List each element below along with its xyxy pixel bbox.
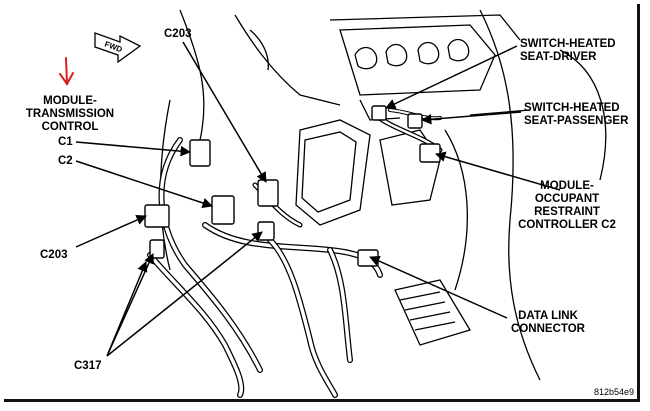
- label-ocm-line1: MODULE-: [540, 180, 594, 192]
- connector-c203-top: [257, 179, 279, 207]
- connector-c1: [189, 139, 211, 167]
- wiring-harness: [147, 108, 443, 398]
- label-dlc-line2: CONNECTOR: [511, 323, 585, 335]
- label-module-transmission-control: MODULE- TRANSMISSION CONTROL: [22, 95, 118, 134]
- connector-c203-left: [144, 204, 170, 228]
- label-ocm-line4: CONTROLLER C2: [518, 219, 616, 231]
- figure-id: 812b54e9: [594, 387, 635, 397]
- label-ocm-line3: RESTRAINT: [534, 206, 600, 218]
- label-shd-line1: SWITCH-HEATED: [520, 38, 616, 50]
- leader-lines: [75, 41, 561, 357]
- connector-data-link: [357, 249, 379, 267]
- label-ocm-line2: OCCUPANT: [534, 193, 600, 205]
- label-dlc-line1: DATA LINK: [518, 310, 578, 322]
- label-c317: C317: [74, 360, 102, 372]
- label-mtc-line2: TRANSMISSION: [25, 108, 115, 120]
- connector-c317-b: [257, 221, 275, 241]
- connector-heated-seat-passenger: [407, 113, 423, 129]
- label-c2: C2: [58, 155, 73, 167]
- label-shp-line2: SEAT-PASSENGER: [524, 115, 629, 127]
- connectors: [144, 105, 441, 267]
- label-switch-heated-seat-driver: SWITCH-HEATED SEAT-DRIVER: [520, 38, 616, 64]
- label-c203-top: C203: [164, 28, 192, 40]
- label-data-link-connector: DATA LINK CONNECTOR: [508, 310, 588, 336]
- label-c203-left: C203: [40, 249, 68, 261]
- dashboard-structure: [159, 9, 607, 381]
- connector-c2: [211, 195, 235, 225]
- label-mtc-line3: CONTROL: [41, 121, 99, 133]
- fwd-arrow-icon: FWD: [94, 32, 142, 64]
- label-shp-line1: SWITCH-HEATED: [524, 102, 620, 114]
- connector-heated-seat-driver: [371, 105, 387, 121]
- label-switch-heated-seat-passenger: SWITCH-HEATED SEAT-PASSENGER: [524, 102, 628, 128]
- label-c1: C1: [58, 136, 73, 148]
- diagram-frame: [4, 4, 640, 402]
- label-module-occupant-restraint-controller: MODULE- OCCUPANT RESTRAINT CONTROLLER C2: [512, 180, 622, 232]
- label-mtc-line1: MODULE-: [43, 95, 97, 107]
- connector-orc-c2: [419, 143, 441, 163]
- label-shd-line2: SEAT-DRIVER: [520, 51, 597, 63]
- red-annotation-arrow: [59, 57, 74, 86]
